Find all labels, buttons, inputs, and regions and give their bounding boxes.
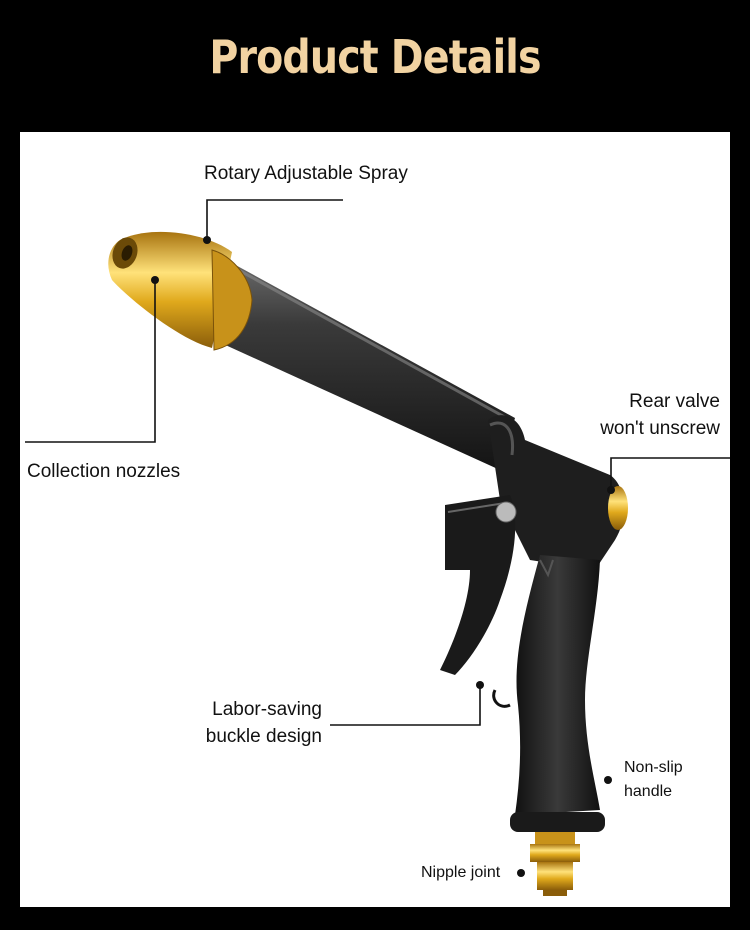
barrel [210, 262, 515, 470]
label-labor-line2: buckle design [205, 726, 322, 747]
callout-line-collection [25, 280, 156, 443]
brass-nozzle [108, 231, 253, 351]
callout-lines [25, 199, 730, 726]
trigger [440, 495, 517, 675]
rear-valve [608, 486, 628, 530]
gun-body [488, 415, 628, 570]
callout-line-rear [610, 457, 730, 490]
nipple-joint [530, 832, 580, 896]
handle-grip [492, 555, 605, 832]
label-collection-nozzles: Collection nozzles [27, 461, 181, 482]
trigger-pivot [495, 501, 517, 523]
label-labor-saving-buckle: Labor-saving buckle design [170, 696, 322, 750]
label-rear-valve-line2: won't unscrew [600, 418, 720, 439]
label-labor-line1: Labor-saving [212, 699, 322, 720]
callout-line-labor [330, 685, 481, 726]
label-nipple-joint: Nipple joint [421, 864, 501, 881]
callout-line-rotary [206, 199, 343, 238]
label-rear-valve: Rear valve won't unscrew [560, 388, 720, 442]
label-rotary-adjustable-spray: Rotary Adjustable Spray [204, 163, 408, 184]
label-rear-valve-line1: Rear valve [629, 391, 720, 412]
label-nonslip-line2: handle [624, 783, 673, 800]
callout-dots [151, 236, 615, 877]
label-non-slip-handle: Non-slip handle [624, 756, 683, 804]
page-title: Product Details [209, 30, 541, 84]
label-nonslip-line1: Non-slip [624, 759, 683, 776]
buckle-loop [492, 689, 511, 708]
header-band: Product Details [0, 0, 750, 130]
